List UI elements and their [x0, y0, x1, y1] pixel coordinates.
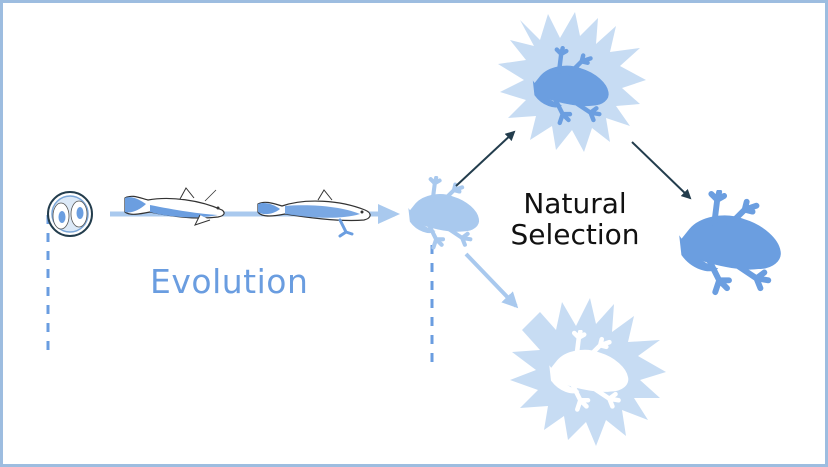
frog-ancestor — [409, 178, 479, 248]
natural-selection-line2: Selection — [510, 218, 640, 251]
arrow-to-light-environment — [464, 252, 519, 309]
natural-selection-label: Natural Selection — [505, 188, 645, 250]
dividing-cell-icon — [47, 191, 93, 237]
arrow-to-dark-environment — [455, 130, 516, 187]
evolution-arrowhead — [378, 204, 400, 224]
arrow-to-selected-frog — [631, 141, 692, 200]
natural-selection-line1: Natural — [523, 187, 627, 220]
evolution-label: Evolution — [150, 262, 309, 301]
frog-selected — [680, 192, 780, 292]
tetrapod-fish-icon — [257, 189, 371, 238]
fish-icon — [124, 187, 225, 226]
